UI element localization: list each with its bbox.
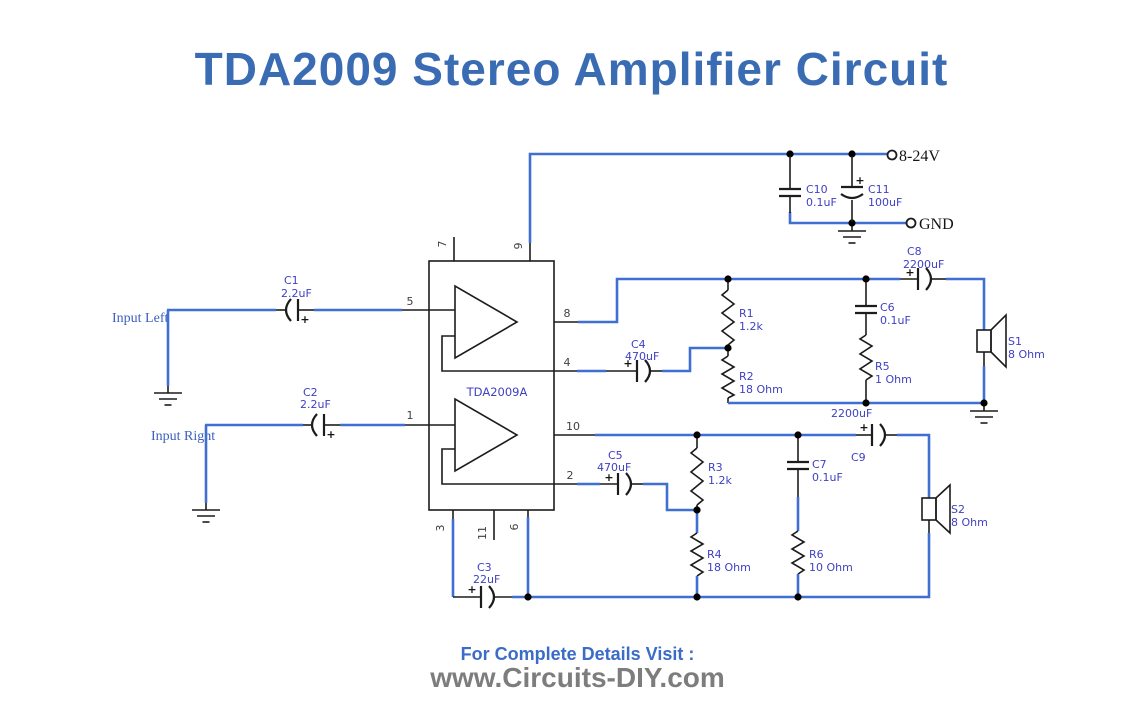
c11-plus: +	[855, 174, 864, 187]
capacitor-c6: C6 0.1uF	[855, 279, 911, 335]
vcc-label: 8-24V	[899, 148, 940, 165]
c3-value: 22uF	[473, 573, 500, 586]
ic-tda2009a: TDA2009A 5 1 8 4 10 2 7 9 3 11 6	[402, 237, 595, 540]
capacitor-c2: + C2 2.2uF	[300, 386, 340, 441]
c11-ref: C11	[868, 183, 890, 196]
capacitor-c3: + C3 22uF	[453, 561, 512, 609]
c9-ref: C9	[851, 451, 866, 464]
ground-icon	[191, 502, 221, 523]
c5-ref: C5	[608, 449, 623, 462]
pin-9: 9	[512, 243, 525, 250]
pin-1: 1	[407, 409, 414, 422]
c5-plus: +	[604, 471, 613, 484]
c1-value: 2.2uF	[281, 287, 312, 300]
pin-11: 11	[476, 526, 489, 540]
s1-value: 8 Ohm	[1008, 348, 1045, 361]
ground-icon	[969, 403, 999, 424]
input-right-section: Input Right + C2 2.2uF	[151, 386, 405, 523]
capacitor-c9: + 2200uF C9	[831, 407, 897, 464]
r6-value: 10 Ohm	[809, 561, 853, 574]
r4-value: 18 Ohm	[707, 561, 751, 574]
capacitor-c5: + C5 470uF	[577, 449, 643, 496]
c3-plus: +	[467, 583, 476, 596]
ic-name: TDA2009A	[466, 385, 528, 399]
c7-ref: C7	[812, 458, 827, 471]
r2-ref: R2	[739, 370, 754, 383]
r2-value: 18 Ohm	[739, 383, 783, 396]
pin-4: 4	[564, 356, 571, 369]
pin-8: 8	[564, 307, 571, 320]
input-left-section: Input Left + C1 2.2uF	[112, 274, 402, 406]
capacitor-c10: C10 0.1uF	[779, 156, 837, 213]
pin-3: 3	[434, 525, 447, 532]
gnd-label: GND	[919, 216, 954, 233]
input-right-label: Input Right	[151, 429, 215, 444]
resistor-r3: R3 1.2k	[689, 435, 732, 510]
r3-ref: R3	[708, 461, 723, 474]
ground-icon	[153, 385, 183, 406]
c8-value: 2200uF	[903, 258, 944, 271]
r1-ref: R1	[739, 307, 754, 320]
page-title: TDA2009 Stereo Amplifier Circuit	[194, 43, 949, 95]
pin-5: 5	[407, 295, 414, 308]
r5-ref: R5	[875, 360, 890, 373]
capacitor-c4: + C4 470uF	[577, 338, 662, 383]
c6-ref: C6	[880, 301, 895, 314]
c7-value: 0.1uF	[812, 471, 843, 484]
c6-value: 0.1uF	[880, 314, 911, 327]
resistor-r2: R2 18 Ohm	[720, 348, 783, 403]
c10-value: 0.1uF	[806, 196, 837, 209]
footer-visit-label: For Complete Details Visit :	[460, 644, 695, 664]
s2-value: 8 Ohm	[951, 516, 988, 529]
c1-ref: C1	[284, 274, 299, 287]
c4-ref: C4	[631, 338, 646, 351]
ground-icon	[837, 223, 867, 244]
resistor-r6: R6 10 Ohm	[790, 497, 853, 597]
c1-plus: +	[300, 313, 309, 326]
pin-10: 10	[566, 420, 580, 433]
r6-ref: R6	[809, 548, 824, 561]
c9-plus: +	[859, 421, 868, 434]
input-left-label: Input Left	[112, 311, 168, 326]
capacitor-c8: + C8 2200uF	[900, 245, 946, 291]
c2-plus: +	[326, 428, 335, 441]
c5-value: 470uF	[597, 461, 631, 474]
capacitor-c7: C7 0.1uF	[787, 435, 843, 497]
resistor-r1: R1 1.2k	[720, 279, 763, 348]
r5-value: 1 Ohm	[875, 373, 912, 386]
r3-value: 1.2k	[708, 474, 732, 487]
c4-plus: +	[623, 357, 632, 370]
s1-ref: S1	[1008, 335, 1022, 348]
s2-ref: S2	[951, 503, 965, 516]
speaker-s2-icon: S2 8 Ohm	[921, 483, 988, 535]
pin-2: 2	[567, 469, 574, 482]
capacitor-c11: + C11 100uF	[840, 156, 902, 222]
c4-value: 470uF	[625, 350, 659, 363]
pin-7: 7	[436, 241, 449, 248]
c2-ref: C2	[303, 386, 318, 399]
c9-value: 2200uF	[831, 407, 872, 420]
pin-6: 6	[508, 524, 521, 531]
c3-ref: C3	[477, 561, 492, 574]
power-rail: 8-24V GND	[528, 148, 954, 244]
capacitor-c1: + C1 2.2uF	[276, 274, 314, 326]
r4-ref: R4	[707, 548, 722, 561]
r1-value: 1.2k	[739, 320, 763, 333]
resistor-r5: R5 1 Ohm	[858, 334, 912, 403]
right-channel-output: R3 1.2k + C5 470uF R4 18 Ohm	[577, 407, 988, 597]
bottom-rail: + C3 22uF	[451, 517, 931, 609]
c8-ref: C8	[907, 245, 922, 258]
c11-value: 100uF	[868, 196, 902, 209]
c8-plus: +	[905, 266, 914, 279]
resistor-r4: R4 18 Ohm	[689, 510, 751, 597]
left-channel-output: R1 1.2k + C4 470uF R2 18 Ohm	[577, 245, 1045, 424]
speaker-s1-icon: S1 8 Ohm	[976, 313, 1045, 369]
vcc-terminal	[886, 149, 898, 161]
c10-ref: C10	[806, 183, 828, 196]
footer-site-link[interactable]: www.Circuits-DIY.com	[430, 662, 725, 693]
c2-value: 2.2uF	[300, 398, 331, 411]
gnd-terminal	[905, 217, 917, 229]
